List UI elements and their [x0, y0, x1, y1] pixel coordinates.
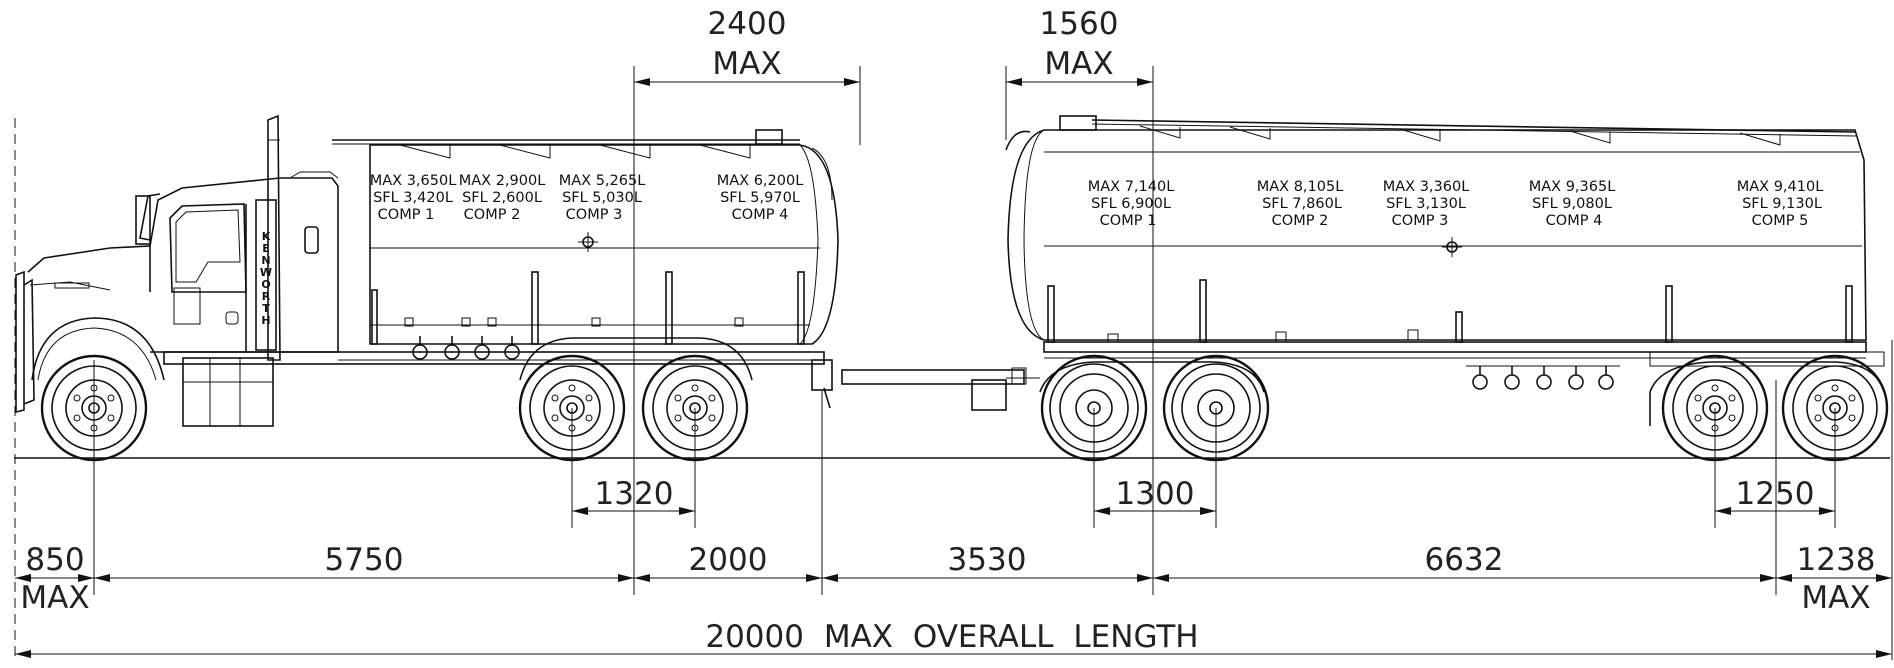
trailer-comp-1-max: MAX 7,140L [1088, 179, 1175, 195]
trailer-comp-5-max: MAX 9,410L [1737, 179, 1824, 195]
trailer-comp-4-label: COMP 4 [1546, 213, 1603, 229]
dimension-1560-value: 1560 [1040, 6, 1119, 42]
rigid-comp-2-max: MAX 2,900L [459, 173, 546, 189]
trailer-comp-3-max: MAX 3,360L [1383, 179, 1470, 195]
dimension-2000-value: 2000 [689, 542, 768, 578]
trailer-comp-2-sfl: SFL 7,860L [1262, 196, 1342, 212]
rigid-comp-2-sfl: SFL 2,600L [462, 190, 542, 206]
dimension-1238-note: MAX [1801, 580, 1870, 616]
trailer-comp-1-label: COMP 1 [1100, 213, 1157, 229]
overall-length-dimension: 20000 MAX OVERALL LENGTH [15, 619, 1892, 658]
extension-lines [93, 66, 1893, 660]
dimension-1300: 1300 [1094, 476, 1216, 515]
dog-trailer [1005, 115, 1889, 462]
trailer-comp-1-sfl: SFL 6,900L [1091, 196, 1171, 212]
dimension-1560-note: MAX [1044, 46, 1113, 82]
trailer-comp-3-label: COMP 3 [1392, 213, 1449, 229]
dimension-850-value: 850 [25, 542, 84, 578]
trailer-compartment-labels: MAX 7,140L SFL 6,900L COMP 1 MAX 8,105L … [1088, 179, 1824, 229]
rigid-comp-3-sfl: SFL 5,030L [562, 190, 642, 206]
rigid-comp-4-sfl: SFL 5,970L [720, 190, 800, 206]
rigid-tank [332, 129, 839, 360]
rigid-comp-1-sfl: SFL 3,420L [373, 190, 453, 206]
dimension-850-note: MAX [20, 580, 89, 616]
rigid-comp-1-label: COMP 1 [378, 207, 435, 223]
trailer-comp-2-max: MAX 8,105L [1257, 179, 1344, 195]
trailer-comp-4-max: MAX 9,365L [1529, 179, 1616, 195]
rigid-comp-4-label: COMP 4 [732, 207, 789, 223]
rigid-comp-3-label: COMP 3 [566, 207, 623, 223]
rigid-comp-3-max: MAX 5,265L [559, 173, 646, 189]
drawbar [841, 367, 1040, 411]
dimension-1320: 1320 [572, 476, 695, 515]
trailer-comp-5-label: COMP 5 [1752, 213, 1809, 229]
trailer-comp-3-sfl: SFL 3,130L [1386, 196, 1466, 212]
axle-spread-2: 1300 [1116, 476, 1195, 512]
dimension-1560: 1560 MAX [1006, 6, 1153, 86]
axle-spread-3: 1250 [1736, 476, 1815, 512]
bottom-dimension-chain: 850 MAX 5750 2000 3530 6632 1238 MAX [15, 542, 1892, 616]
dimension-6632-value: 6632 [1425, 542, 1504, 578]
rigid-comp-1-max: MAX 3,650L [370, 173, 457, 189]
prime-mover [15, 114, 833, 462]
dimension-1238-value: 1238 [1797, 542, 1876, 578]
trailer-comp-2-label: COMP 2 [1272, 213, 1329, 229]
rigid-comp-4-max: MAX 6,200L [717, 173, 804, 189]
rigid-compartment-labels: MAX 3,650L SFL 3,420L COMP 1 MAX 2,900L … [370, 173, 804, 223]
overall-length-label: 20000 MAX OVERALL LENGTH [705, 619, 1198, 655]
dimension-2400-note: MAX [712, 46, 781, 82]
trailer-comp-4-sfl: SFL 9,080L [1532, 196, 1612, 212]
rigid-comp-2-label: COMP 2 [464, 207, 521, 223]
dimension-1250: 1250 [1715, 476, 1835, 515]
axle-spread-1: 1320 [595, 476, 674, 512]
dimension-3530-value: 3530 [948, 542, 1027, 578]
dimension-2400: 2400 MAX [634, 6, 860, 86]
trailer-comp-5-sfl: SFL 9,130L [1742, 196, 1822, 212]
dimension-2400-value: 2400 [708, 6, 787, 42]
dimension-5750-value: 5750 [325, 542, 404, 578]
